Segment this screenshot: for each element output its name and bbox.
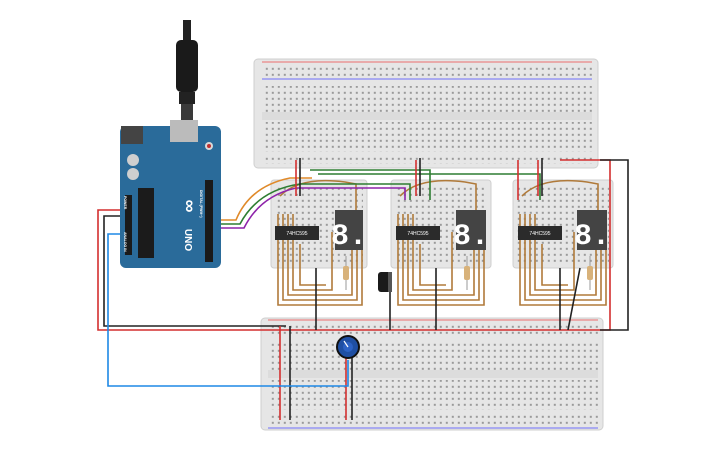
usb-cable[interactable] (176, 20, 198, 122)
seven-segment-display-1[interactable]: 8. (331, 210, 367, 254)
power-header-label: POWER (123, 196, 127, 210)
uno-label: UNO (182, 229, 193, 251)
power-rail-top (262, 64, 592, 76)
analog-header-label: ANALOG IN (123, 232, 127, 252)
seven-segment-display-2[interactable]: 8. (453, 210, 489, 254)
signal-wires (220, 158, 543, 229)
shift-register-3[interactable]: 74HC595 (518, 226, 562, 240)
atmega-chip (138, 188, 154, 258)
shift-register-1[interactable]: 74HC595 (275, 226, 319, 240)
power-wires (97, 159, 629, 420)
power-rail-bottom (262, 154, 592, 164)
power-header (125, 195, 132, 255)
display-digit-2: 8. (453, 220, 489, 254)
potentiometer[interactable] (336, 335, 360, 359)
breadboard-top[interactable] (253, 58, 599, 169)
resistor-3[interactable] (587, 256, 593, 290)
digital-header-label: DIGITAL (PWM~) (199, 190, 203, 218)
breadboard-bottom[interactable] (260, 317, 604, 431)
shift-register-2[interactable]: 74HC595 (396, 226, 440, 240)
chip-label-2: 74HC595 (407, 231, 428, 237)
reset-button[interactable] (207, 144, 211, 148)
chip-label-1: 74HC595 (286, 231, 307, 237)
seven-segment-display-3[interactable]: 8. (574, 210, 610, 254)
display-digit-1: 8. (331, 220, 367, 254)
arduino-uno-board[interactable]: ∞ UNO DIGITAL (PWM~) ANALOG IN POWER (120, 120, 221, 268)
capacitor[interactable] (378, 272, 392, 292)
digital-header (205, 180, 213, 262)
resistor-1[interactable] (343, 256, 349, 290)
display-digit-3: 8. (574, 220, 610, 254)
chip-label-3: 74HC595 (529, 231, 550, 237)
arduino-logo: ∞ (180, 200, 200, 213)
terminal-strip-lower (262, 122, 592, 152)
terminal-strip-upper (262, 86, 592, 116)
resistor-2[interactable] (464, 256, 470, 290)
usb-port[interactable] (170, 120, 198, 142)
power-jack (121, 126, 143, 144)
